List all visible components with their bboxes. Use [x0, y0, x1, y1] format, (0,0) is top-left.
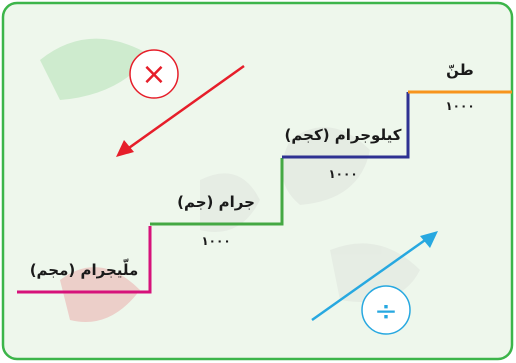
multiply-arrow: [116, 64, 245, 157]
watermark-decoration: [40, 38, 420, 322]
unit-label-ton: طنّ: [446, 61, 474, 79]
factor-kilogram: ١٠٠٠: [328, 167, 357, 181]
unit-label-gram: جرام (جم): [177, 193, 255, 211]
step-milligram-line: [17, 226, 152, 294]
divide-symbol: ÷: [374, 294, 397, 327]
factor-gram: ١٠٠٠: [201, 234, 230, 248]
step-gram-line: [150, 158, 284, 226]
multiply-icon: ×: [129, 49, 179, 99]
divide-arrow: [311, 231, 438, 322]
multiply-symbol: ×: [141, 57, 166, 92]
unit-label-kilogram: كيلوجرام (كجم): [285, 126, 402, 144]
unit-label-milligram: ملّيجرام (مجم): [30, 259, 139, 279]
factor-ton: ١٠٠٠: [445, 99, 474, 113]
step-kilogram-line: [282, 92, 410, 159]
divide-icon: ÷: [361, 285, 411, 335]
